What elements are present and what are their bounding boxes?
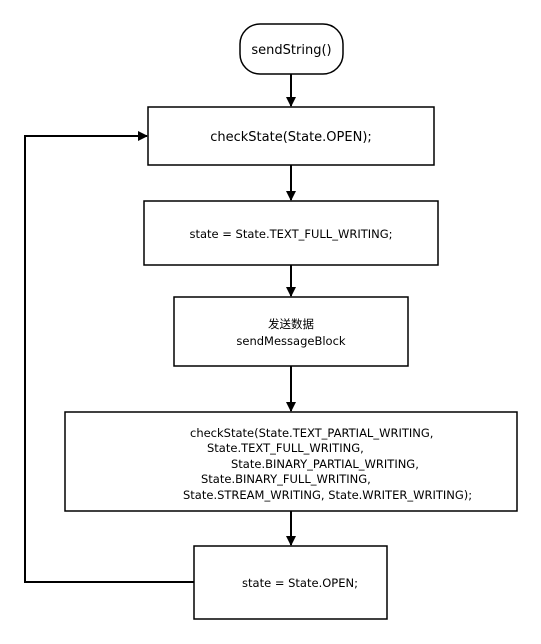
check-open-node: checkState(State.OPEN); [147,106,435,166]
start-node: sendString() [239,23,344,75]
check-open-label: checkState(State.OPEN); [210,130,372,145]
send-data-line-1: 发送数据 [268,317,314,331]
set-open-node: state = State.OPEN; [193,545,388,620]
edge-loop-back-to-check-open [24,131,194,583]
send-data-line-2: sendMessageBlock [236,334,346,348]
check-writing-line-3: State.BINARY_PARTIAL_WRITING, [231,457,419,471]
set-open-label: state = State.OPEN; [242,576,358,590]
set-text-full-label: state = State.TEXT_FULL_WRITING; [189,227,392,241]
set-text-full-node: state = State.TEXT_FULL_WRITING; [143,200,439,266]
check-writing-line-1: checkState(State.TEXT_PARTIAL_WRITING, [190,426,433,440]
check-writing-node: checkState(State.TEXT_PARTIAL_WRITING, S… [64,411,518,512]
check-writing-line-2: State.TEXT_FULL_WRITING, [207,441,364,455]
check-writing-line-5: State.STREAM_WRITING, State.WRITER_WRITI… [183,488,472,502]
send-data-node: 发送数据 sendMessageBlock [173,296,409,367]
check-writing-line-4: State.BINARY_FULL_WRITING, [201,472,371,486]
start-node-label: sendString() [251,43,331,58]
